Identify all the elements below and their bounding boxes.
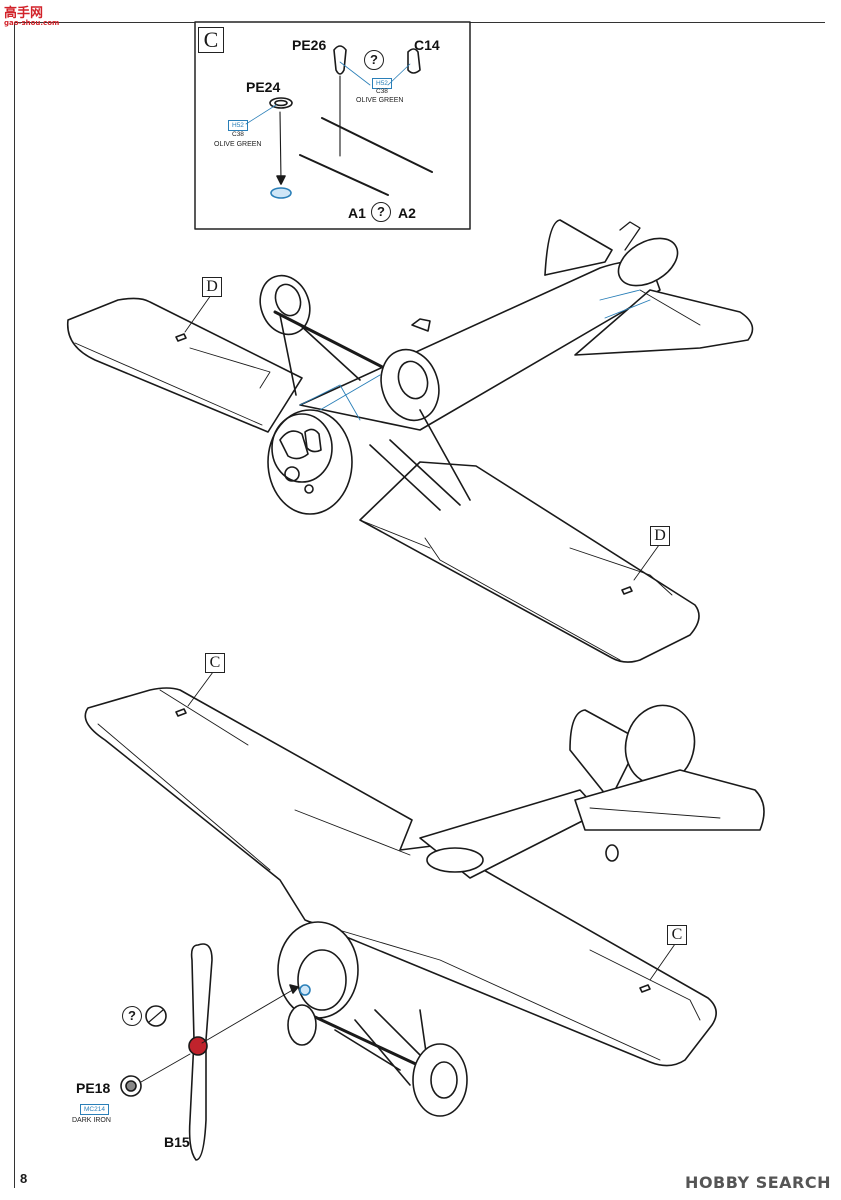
- part-label-pe26: PE26: [292, 37, 327, 53]
- site-logo-text: 高手网: [4, 6, 44, 21]
- page-number: 8: [20, 1171, 28, 1186]
- hobby-search-watermark: HOBBY SEARCH: [685, 1173, 831, 1192]
- callout-d-left: D: [202, 277, 222, 297]
- part-label-c14: C14: [414, 37, 440, 53]
- inset-step-letter: C: [198, 27, 224, 53]
- callout-d-right: D: [650, 526, 670, 546]
- callout-c-right: C: [667, 925, 687, 945]
- paint-name-a: OLIVE GREEN: [356, 97, 404, 104]
- paint-name-b: OLIVE GREEN: [214, 141, 262, 148]
- part-label-b15: B15: [164, 1134, 190, 1150]
- paint-code-mc214: MC214: [80, 1104, 109, 1115]
- part-label-pe24: PE24: [246, 79, 281, 95]
- part-label-a2: A2: [398, 205, 416, 221]
- paint-code-b: H52: [228, 120, 248, 131]
- paint-code-a: H52: [372, 78, 392, 89]
- paint-code-a-alt: C38: [376, 88, 388, 95]
- part-label-a1: A1: [348, 205, 366, 221]
- question-mark-icon-prop: ?: [122, 1006, 142, 1026]
- site-logo: 高手网 gao-shou.com: [4, 2, 59, 27]
- paint-code-b-alt: C38: [232, 131, 244, 138]
- paint-name-dark-iron: DARK IRON: [72, 1117, 111, 1124]
- question-mark-icon-a: ?: [371, 202, 391, 222]
- inset-frame: [194, 21, 471, 230]
- question-mark-icon: ?: [364, 50, 384, 70]
- callout-c-left: C: [205, 653, 225, 673]
- site-logo-sub: gao-shou.com: [4, 19, 60, 27]
- part-label-pe18: PE18: [76, 1080, 111, 1096]
